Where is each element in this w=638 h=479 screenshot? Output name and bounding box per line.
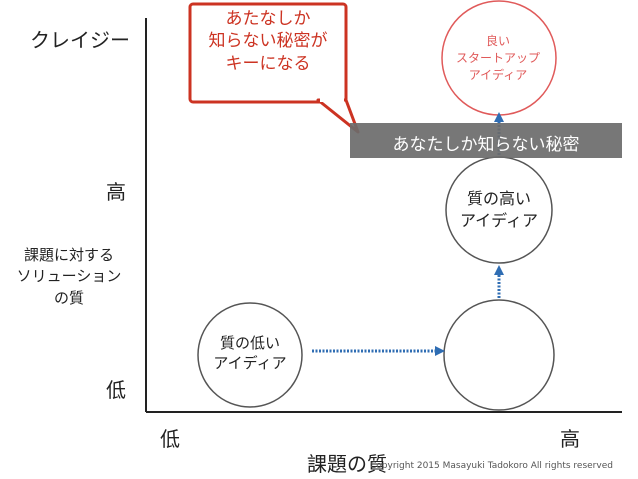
callout-box bbox=[188, 2, 348, 104]
idea-mid-circle bbox=[443, 299, 555, 411]
x-axis-high-label: 高 bbox=[560, 427, 580, 451]
copyright-notice: Copyright 2015 Masayuki Tadokoro All rig… bbox=[370, 461, 613, 471]
x-axis-title: 課題の質 bbox=[307, 452, 387, 476]
y-axis-low-label: 低 bbox=[106, 378, 126, 402]
x-axis-low-label: 低 bbox=[160, 427, 180, 451]
idea-good-label: 良い スタートアップ アイディア bbox=[455, 34, 540, 82]
y-axis-crazy-label: クレイジー bbox=[30, 28, 130, 52]
callout-text: あたなしか 知らない秘密が キーになる bbox=[208, 9, 328, 74]
secret-banner-text: あなたしか知らない秘密 bbox=[392, 135, 580, 155]
secret-banner bbox=[350, 123, 622, 158]
idea-low-label: 質の低い アイディア bbox=[213, 334, 287, 373]
idea-high-label: 質の高い アイディア bbox=[459, 189, 539, 230]
idea-low-circle bbox=[197, 302, 303, 408]
y-axis-high-label: 高 bbox=[106, 180, 126, 204]
y-axis-title: 課題に対する ソリューション の質 bbox=[16, 246, 122, 307]
